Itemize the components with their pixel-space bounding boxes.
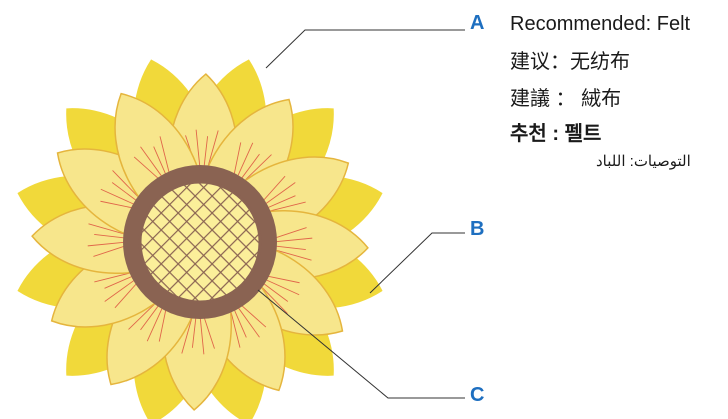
recommendation-chinese-simplified: 建议：无纺布 [510,51,630,73]
leader-lines [257,29,465,399]
leader-line-c [257,289,465,399]
leader-line-a [265,29,465,69]
leader-line-b [369,232,465,294]
callout-label-a: A [470,12,485,34]
recommendation-chinese-traditional: 建議 ： 絨布 [510,88,622,110]
flower-center [123,165,277,319]
recommendation-korean: 추천 : 펠트 [510,123,602,145]
callout-label-b: B [470,218,485,240]
recommendation-arabic: التوصيات: اللباد [596,153,691,170]
callout-label-c: C [470,384,485,406]
recommendation-english: Recommended: Felt [510,13,691,35]
center-mesh [138,180,262,304]
